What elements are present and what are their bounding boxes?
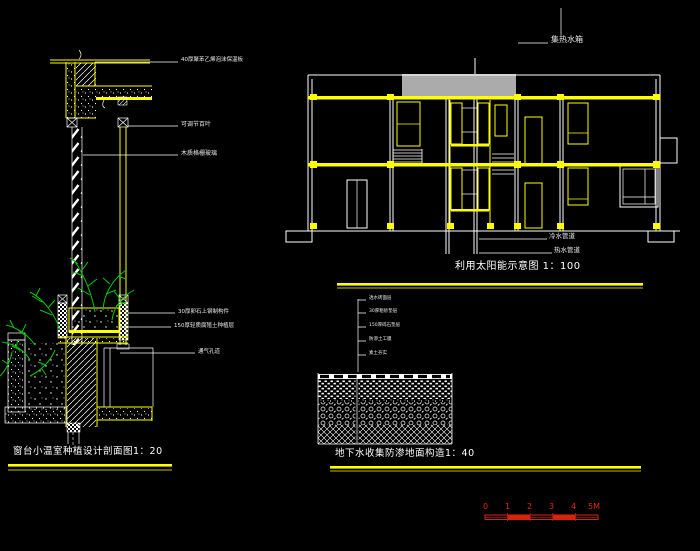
ground-construction-drawing [317,299,641,472]
water-pipes [445,58,478,254]
lower-planter-box [7,332,98,427]
scale-tick-1: 1 [505,502,511,511]
label-ground-layer-4: 防渗土工膜 [369,337,392,342]
label-ground-layer-1: 透水砖面层 [369,296,392,301]
label-wood-lattice-glass: 木质格栅玻璃 [181,150,218,157]
planter-section-title: 窗台小温室种植设计剖面图1：20 [13,446,163,457]
ground-construction-title: 地下水收集防渗地面构造1：40 [335,448,475,459]
label-vent-duct: 通气孔道 [198,349,221,355]
label-planting-soil: 150厚轻质腐殖土种植层 [174,323,234,329]
scale-tick-0: 0 [483,502,489,511]
scale-tick-3: 3 [549,502,555,511]
label-hot-water-pipe: 热水管道 [554,246,580,254]
stair-flight [392,149,423,165]
annotation-leaders [479,8,562,254]
label-steel-member: 30厚卵石上钢制构件 [178,309,229,315]
plant-sprigs [0,257,135,377]
scale-tick-2: 2 [527,502,533,511]
window-head-frames [66,117,129,128]
label-ground-layer-5: 素土夯实 [369,351,387,356]
leader-lines [83,61,195,354]
label-heat-collector-tank: 集热水箱 [551,35,583,44]
solar-elevation-title: 利用太阳能示意图 1：100 [455,261,581,272]
scale-bar [484,513,599,521]
solar-collector-panel [402,74,516,97]
scale-tick-4: 4 [571,502,577,511]
label-ground-layer-3: 150厚碎石垫层 [369,323,401,328]
scale-tick-5m: 5M [588,502,600,511]
solar-elevation-drawing [285,8,680,289]
label-insulation-board: 40厚聚苯乙烯泡沫保温板 [181,57,243,63]
planter-section-drawing [0,49,195,471]
label-cold-water-pipe: 冷水管道 [549,232,575,240]
label-ground-layer-2: 30厚粗砂垫层 [369,309,398,314]
label-adjustable-louver: 可调节百叶 [181,121,212,128]
structure-nodes [310,94,660,229]
